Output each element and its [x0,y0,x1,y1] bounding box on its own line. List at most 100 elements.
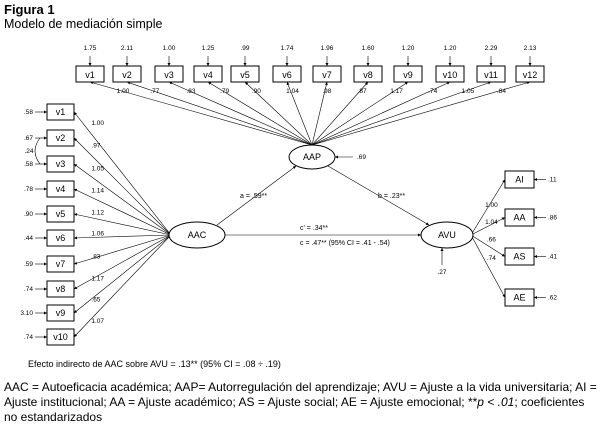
right-loading-AA: 1.04 [485,219,498,226]
left-indicator-box-v9 [46,304,75,322]
right-indicator-box-AE [504,288,535,307]
top-indicator-box-v2 [112,65,142,83]
left-indicator-label-v2: v2 [56,133,66,143]
left-loading-v8: 1.17 [91,276,104,283]
top-loading-path-v4 [207,81,313,146]
left-error-v7: .59 [24,261,33,268]
left-loading-v10: 1.07 [91,318,104,325]
legend-text: AAC = Autoeficacia académica; AAP= Autor… [4,380,597,409]
path-b-label: b = .23** [378,193,405,200]
top-indicator-box-v5 [230,65,260,83]
left-loading-path-v6 [73,234,172,240]
top-indicator-label-v1: v1 [85,70,95,80]
right-indicator-box-AA [504,208,535,227]
left-indicator-box-v6 [46,229,75,247]
left-loading-path-v9 [73,234,172,314]
top-indicator-label-v4: v4 [203,70,213,80]
left-error-v2: .67 [24,135,33,142]
left-error-v9: 3.10 [20,310,33,317]
left-error-v1: .58 [24,109,33,116]
top-indicator-label-v9: v9 [403,70,413,80]
left-indicator-box-v7 [46,255,75,273]
top-loading-v5: .90 [252,88,261,95]
left-loading-v5: 1.12 [91,210,104,217]
right-loading-path-AE [470,234,506,298]
latent-label-avu: AVU [438,230,456,240]
legend-p-value: p < .01 [477,395,515,409]
right-loading-path-AS [470,234,506,257]
top-indicator-box-v3 [154,65,184,83]
latent-label-aac: AAC [188,230,207,240]
right-indicator-box-AI [504,170,535,189]
top-error-v8: 1.60 [362,45,375,52]
left-indicator-box-v10 [46,328,75,346]
top-error-v9: 1.20 [402,45,415,52]
left-loading-path-v3 [73,163,172,236]
right-indicator-label-AI: AI [515,175,524,185]
left-indicator-label-v5: v5 [56,209,66,219]
top-loading-v11: 1.05 [462,88,475,95]
top-indicator-box-v1 [75,65,105,83]
left-indicator-label-v7: v7 [56,259,66,269]
figure-subtitle: Modelo de mediación simple [4,17,163,31]
left-indicator-box-v8 [46,280,75,298]
path-a-label: a = .59** [240,193,267,200]
aap-disturbance: .69 [357,154,366,161]
left-loading-v2: .97 [91,143,100,150]
legend: AAC = Autoeficacia académica; AAP= Autor… [4,380,598,425]
top-indicator-box-v10 [435,65,465,83]
top-error-v10: 1.20 [444,45,457,52]
left-indicator-label-v4: v4 [56,184,66,194]
top-loading-path-v5 [244,81,313,146]
left-error-v8: .74 [24,286,33,293]
left-indicator-label-v10: v10 [53,332,68,342]
path-a [216,165,297,226]
left-indicator-box-v5 [46,205,75,223]
top-indicator-label-v2: v2 [122,70,132,80]
left-indicator-box-v1 [46,103,75,121]
top-error-v3: 1.00 [163,45,176,52]
top-error-v7: 1.96 [321,45,334,52]
left-indicator-box-v4 [46,180,75,198]
top-indicator-label-v10: v10 [443,70,458,80]
top-loading-v4: .79 [220,88,229,95]
right-error-AE: .62 [548,295,557,302]
top-loading-v3: .83 [186,88,195,95]
top-error-v4: 1.25 [202,45,215,52]
top-loading-path-v7 [311,81,328,146]
top-error-v11: 2.29 [485,45,498,52]
latent-label-aap: AAP [303,152,321,162]
left-indicator-label-v3: v3 [56,159,66,169]
top-loading-v12: .84 [497,88,506,95]
left-error-v6: .44 [24,235,33,242]
left-error-v4: .78 [24,186,33,193]
top-loading-v10: .74 [428,88,437,95]
top-loading-v9: 1.17 [390,88,403,95]
indirect-effect-note: Efecto indirecto de AAC sobre AVU = .13*… [28,359,281,369]
top-loading-v1: 1.00 [117,88,130,95]
right-error-AI: .11 [548,177,557,184]
top-indicator-box-v11 [476,65,506,83]
right-error-AS: .41 [548,254,557,261]
top-loading-path-v1 [89,81,313,146]
legend-rest: ; coeficientes no estandarizados [4,395,585,424]
left-loading-v1: 1.00 [91,120,104,127]
top-indicator-label-v7: v7 [322,70,332,80]
left-covariance-curve [34,137,41,165]
top-indicator-label-v8: v8 [363,70,373,80]
left-indicator-label-v6: v6 [56,233,66,243]
right-loading-AS: .66 [487,237,496,244]
legend-significance-mark: ** [467,395,478,409]
top-indicator-box-v12 [515,65,545,83]
left-error-v5: .90 [24,211,33,218]
left-error-v10: .74 [24,334,33,341]
figure-title: Figura 1 [4,2,55,17]
right-loading-AE: .74 [487,255,496,262]
latent-aap [288,144,336,170]
top-indicator-box-v4 [193,65,223,83]
right-indicator-label-AS: AS [513,252,525,262]
top-loading-path-v8 [311,81,369,146]
left-loading-v7: .83 [91,254,100,261]
left-loading-path-v8 [73,234,172,290]
avu-disturbance: .27 [437,269,446,276]
